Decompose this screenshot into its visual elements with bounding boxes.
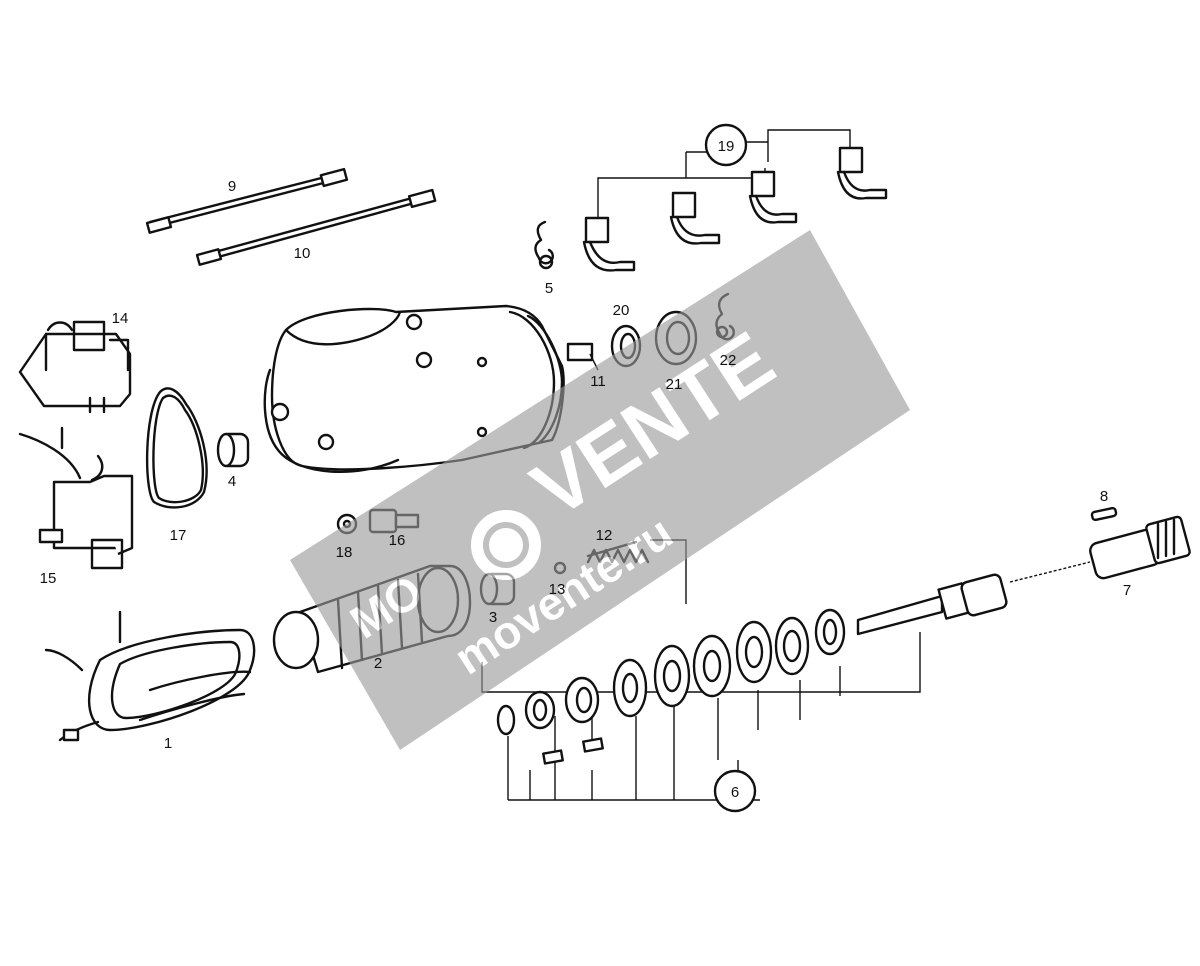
part-10-through-bolt <box>195 188 437 266</box>
part-5-spring-clip <box>534 220 554 270</box>
brush-3 <box>748 170 798 224</box>
part-17-seal-ring <box>145 387 208 509</box>
part-14-solenoid <box>18 320 132 414</box>
label-18: 18 <box>336 544 353 561</box>
label-12: 12 <box>596 527 613 544</box>
label-11: 11 <box>590 373 606 390</box>
label-17: 17 <box>170 527 187 544</box>
label-22: 22 <box>720 352 737 369</box>
label-10: 10 <box>294 245 311 262</box>
label-20: 20 <box>613 302 630 319</box>
label-3: 3 <box>489 609 497 626</box>
label-8: 8 <box>1100 488 1108 505</box>
brush-1 <box>582 216 636 272</box>
part-8-pin <box>1090 506 1118 522</box>
part-1-field-coil <box>44 610 256 742</box>
label-1: 1 <box>164 735 172 752</box>
part-15-relay <box>18 426 134 570</box>
label-9: 9 <box>228 178 236 195</box>
label-14: 14 <box>112 310 129 327</box>
label-5: 5 <box>545 280 553 297</box>
label-6: 6 <box>731 784 739 801</box>
brush-4 <box>836 146 888 200</box>
part-4-bushing <box>216 432 250 468</box>
callout-6-circle <box>713 769 757 813</box>
label-21: 21 <box>666 376 683 393</box>
label-16: 16 <box>389 532 406 549</box>
label-19: 19 <box>718 138 735 155</box>
label-2: 2 <box>374 655 382 672</box>
label-7: 7 <box>1123 582 1131 599</box>
part-9-through-bolt <box>145 167 349 234</box>
watermark: VENTE movente.ru MO <box>290 230 910 750</box>
label-15: 15 <box>40 570 57 587</box>
pinion-shaft <box>856 561 1091 636</box>
label-4: 4 <box>228 473 236 490</box>
label-13: 13 <box>549 581 566 598</box>
part-19-brush-set <box>582 129 888 272</box>
part-6-pinion-kit <box>481 608 921 801</box>
brush-2 <box>669 191 721 245</box>
callout-19-circle <box>704 123 748 167</box>
part-7-pinion-gear <box>1089 515 1191 580</box>
